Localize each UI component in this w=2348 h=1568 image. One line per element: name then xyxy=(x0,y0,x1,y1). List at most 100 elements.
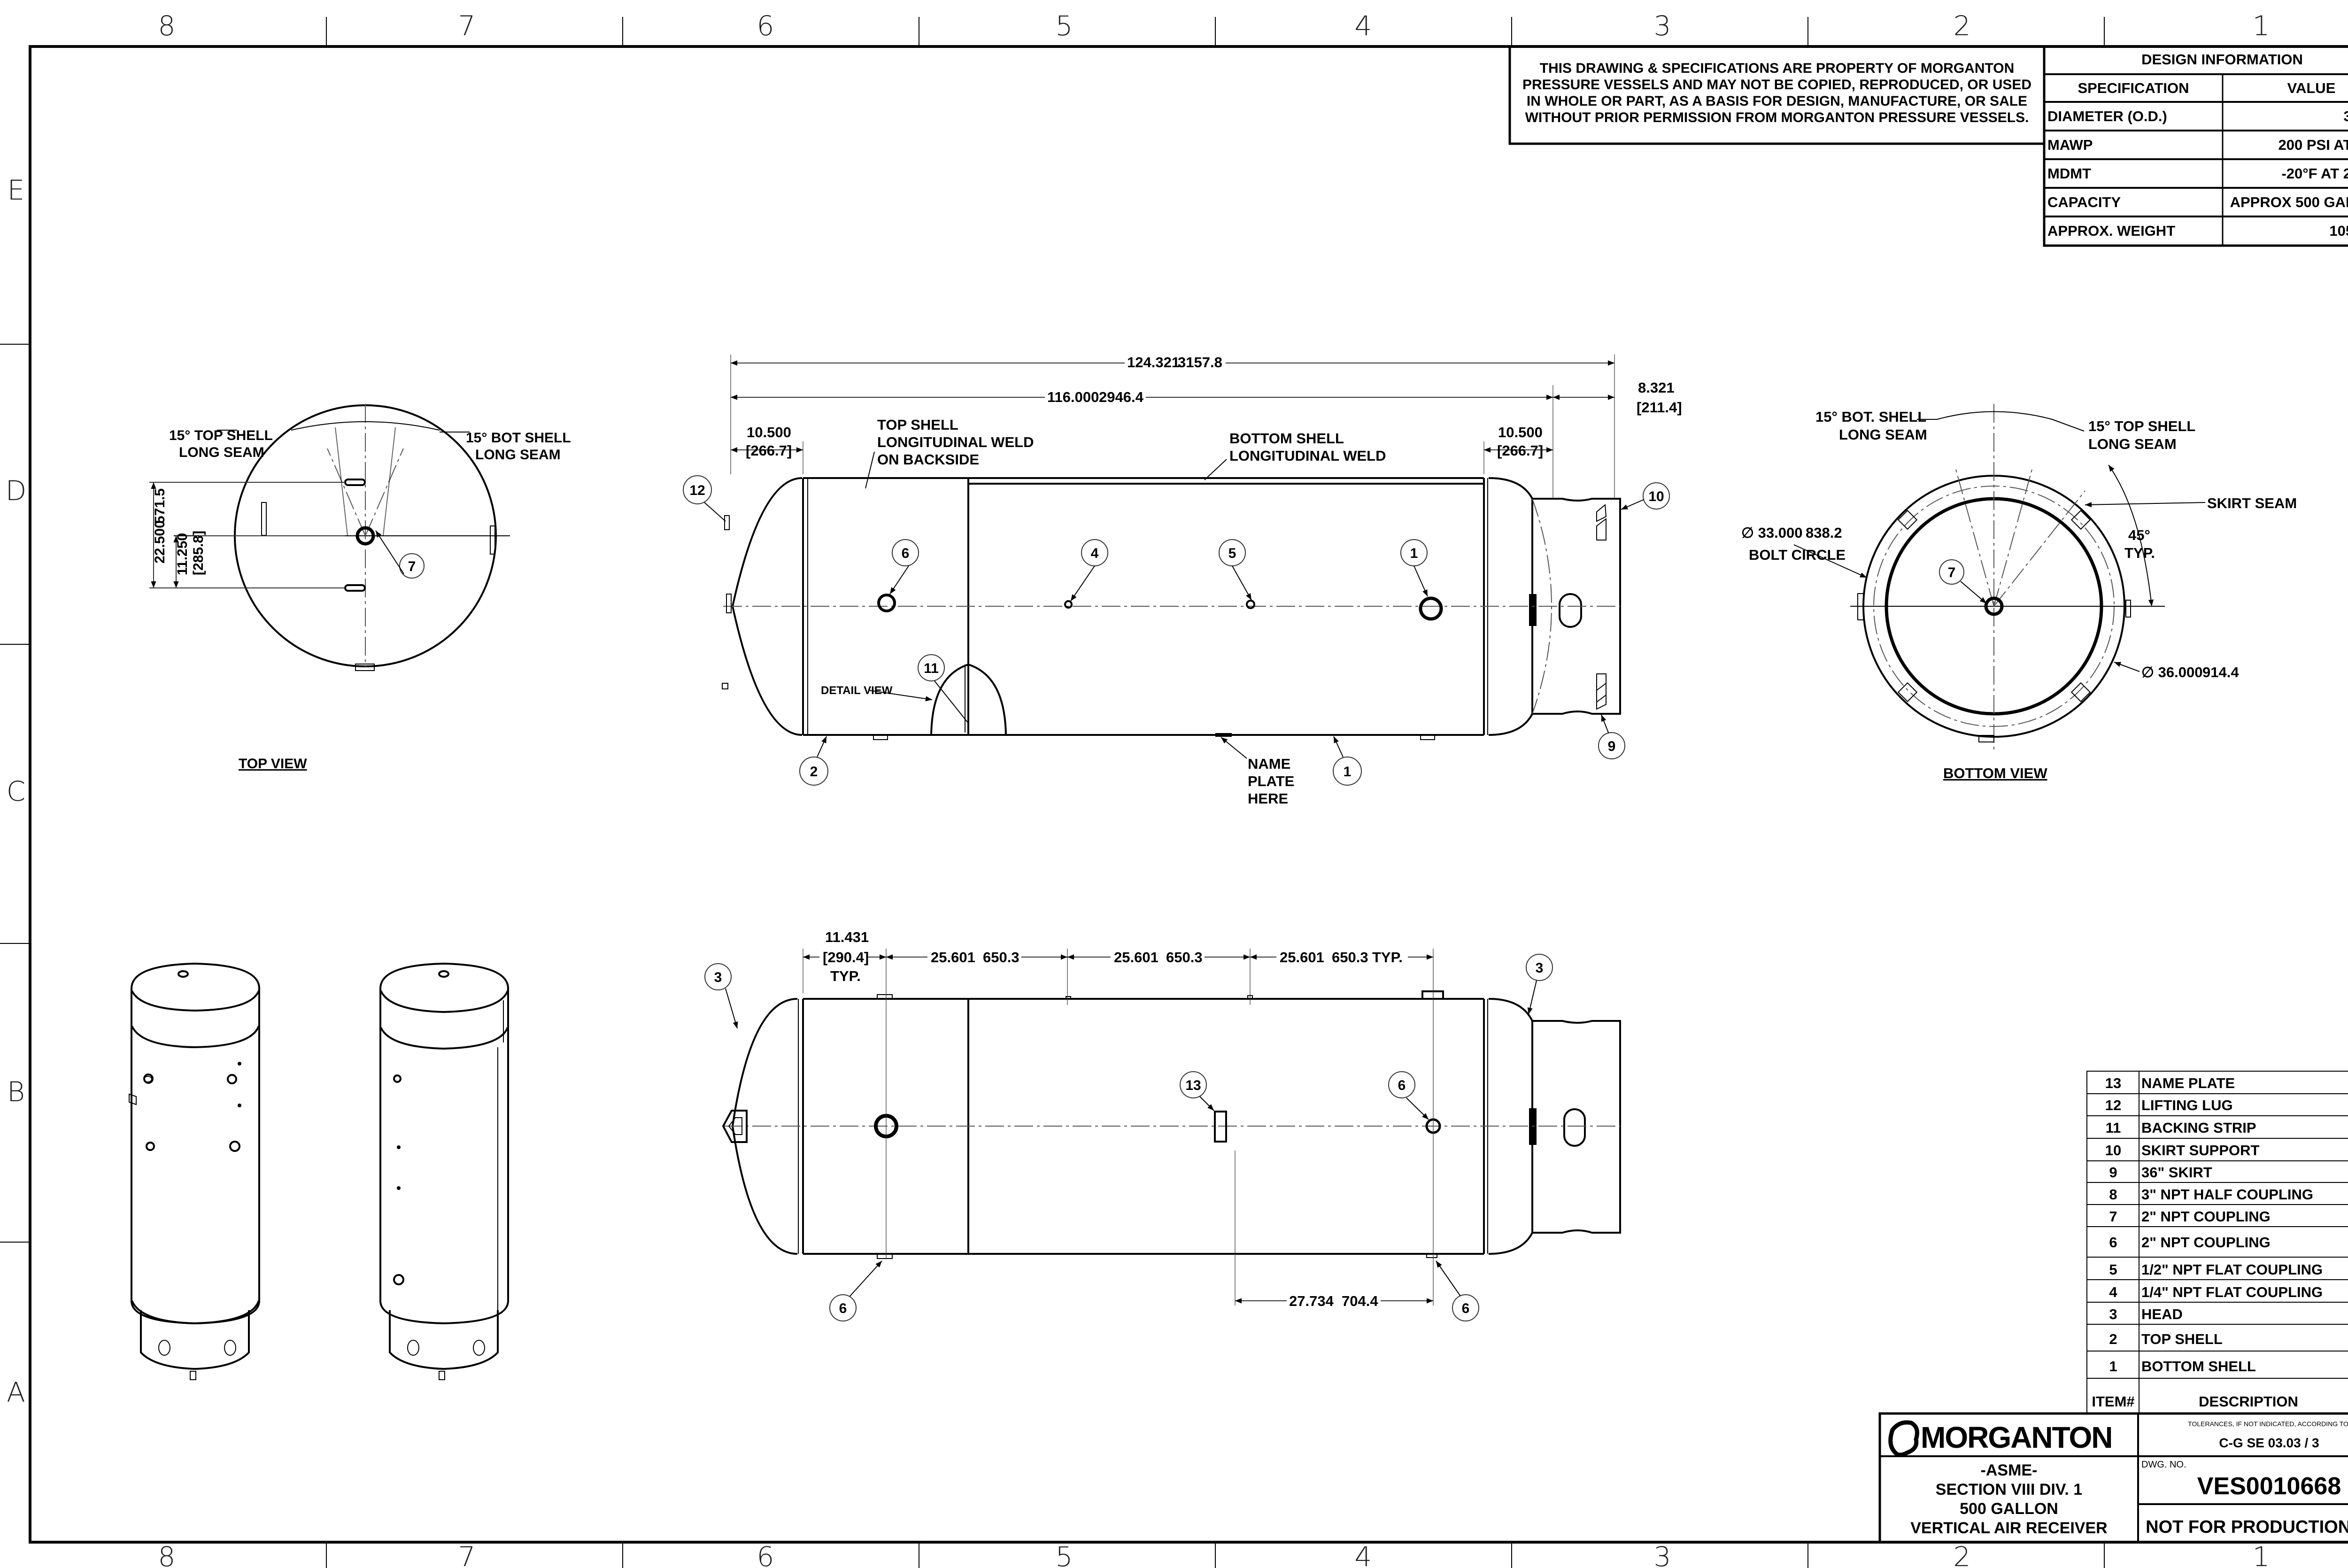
grid-col-label: 5 xyxy=(1056,1541,1073,1568)
balloon-9: 9 xyxy=(1608,739,1616,754)
seam-label: 15° TOP SHELL xyxy=(169,428,273,443)
balloon-12: 12 xyxy=(689,483,705,498)
dim-spacing-mm: 650.3 xyxy=(1332,949,1368,966)
bom-item: 3 xyxy=(2109,1306,2117,1322)
bom-desc: 2" NPT COUPLING xyxy=(2141,1208,2271,1225)
dim-spacing: 25.601 xyxy=(1114,949,1159,966)
bottom-view: 15° BOT. SHELL LONG SEAM 15° TOP SHELL L… xyxy=(1741,404,2297,781)
notice-line: THIS DRAWING & SPECIFICATIONS ARE PROPER… xyxy=(1540,61,2015,76)
dim-shell-length: 116.000 xyxy=(1047,389,1099,405)
bom-desc: 36" SKIRT xyxy=(2141,1164,2212,1181)
bom-item: 7 xyxy=(2109,1208,2117,1225)
dim-head-right-mm: [266.7] xyxy=(1497,442,1543,459)
note-detail-view: DETAIL VIEW xyxy=(821,684,893,697)
grid-col-label: 5 xyxy=(1056,10,1073,42)
bom-item: 4 xyxy=(2109,1284,2117,1300)
spec-name: CAPACITY xyxy=(2047,194,2121,210)
bom-item: 6 xyxy=(2109,1234,2117,1251)
bom-item: 9 xyxy=(2109,1164,2117,1181)
view-title: TOP VIEW xyxy=(239,756,307,772)
grid-row-label: D xyxy=(6,475,27,507)
seam-label: 15° TOP SHELL xyxy=(2088,418,2195,434)
bom-desc: 1/4" NPT FLAT COUPLING xyxy=(2141,1284,2323,1300)
spec-value: 36.000" xyxy=(2343,108,2348,124)
grid-col-label: 7 xyxy=(458,1541,476,1568)
grid-col-label: 3 xyxy=(1654,10,1671,42)
dim-spacing: 25.601 xyxy=(1280,949,1324,966)
tolerance-label: TOLERANCES, IF NOT INDICATED, ACCORDING … xyxy=(2188,1420,2348,1428)
bom-item: 10 xyxy=(2105,1142,2121,1159)
bom-item: 11 xyxy=(2106,1120,2121,1136)
seam-label: LONG SEAM xyxy=(1839,426,1927,443)
grid-col-label: 6 xyxy=(757,10,774,42)
column-header: SPECIFICATION xyxy=(2078,80,2189,96)
seam-label: LONG SEAM xyxy=(2088,436,2177,452)
angle-label: TYP. xyxy=(2124,545,2155,561)
balloon-3: 3 xyxy=(714,970,722,985)
diameter-dim: ∅ 36.000 xyxy=(2141,664,2202,680)
balloon-6: 6 xyxy=(902,546,910,561)
dim-spacing-mm: 650.3 xyxy=(1166,949,1203,966)
drawing-border: 8 7 6 5 4 3 2 1 8 7 6 5 4 3 2 1 E D C B … xyxy=(0,10,2348,1568)
title-description: SECTION VIII DIV. 1 xyxy=(1936,1481,2082,1498)
bom-desc: NAME PLATE xyxy=(2141,1075,2235,1091)
notice-line: PRESSURE VESSELS AND MAY NOT BE COPIED, … xyxy=(1522,77,2031,93)
dim-bottom: 27.734 xyxy=(1289,1293,1334,1309)
note-name-plate: NAME xyxy=(1248,756,1290,772)
isometric-view-2 xyxy=(379,962,509,1380)
bom-item: 13 xyxy=(2105,1075,2121,1091)
dim-head-left: 10.500 xyxy=(747,424,791,440)
grid-col-label: 8 xyxy=(158,1541,176,1568)
logo-mark-icon xyxy=(1888,1420,1919,1457)
grid-col-label: 6 xyxy=(757,1541,774,1568)
balloon-7: 7 xyxy=(1948,565,1956,580)
spec-name: MAWP xyxy=(2047,137,2093,153)
dim-first-nozzle: 11.431 xyxy=(825,929,869,945)
bolt-circle-dim-mm: 838.2 xyxy=(1806,525,1842,541)
seam-label: LONG SEAM xyxy=(179,445,264,460)
grid-col-label: 4 xyxy=(1355,10,1372,42)
top-view: 22.500 571.5 11.250 [285.8] 15° TOP SHEL… xyxy=(149,404,571,772)
notice-line: IN WHOLE OR PART, AS A BASIS FOR DESIGN,… xyxy=(1527,93,2027,109)
seam-label: LONG SEAM xyxy=(475,447,561,463)
skirt-seam-label: SKIRT SEAM xyxy=(2207,495,2297,511)
dim-bottom-mm: 704.4 xyxy=(1342,1293,1378,1309)
bom-desc: 1/2" NPT FLAT COUPLING xyxy=(2141,1261,2323,1278)
spec-name: APPROX. WEIGHT xyxy=(2047,223,2175,239)
top-view-dim-inner: 11.250 xyxy=(175,533,190,575)
bom-header-desc: DESCRIPTION xyxy=(2199,1393,2298,1410)
spec-value: 200 PSI AT 650°F xyxy=(2278,137,2348,153)
balloon-13: 13 xyxy=(1185,1078,1201,1093)
note-bottom-weld: LONGITUDINAL WELD xyxy=(1229,448,1386,464)
design-information-table: DESIGN INFORMATION SPECIFICATION VALUE D… xyxy=(2043,45,2348,247)
top-view-dim-outer-mm: 571.5 xyxy=(152,488,168,524)
tolerance-value: C-G SE 03.03 / 3 xyxy=(2219,1436,2319,1450)
side-elevation-view: 11.431 [290.4] TYP. 25.601 650.3 25.601 … xyxy=(704,929,1621,1321)
dim-shell-length-mm: 2946.4 xyxy=(1099,389,1144,405)
spec-value: 1050 LBS xyxy=(2329,223,2348,239)
grid-row-label: A xyxy=(7,1376,25,1408)
view-title: BOTTOM VIEW xyxy=(1943,765,2047,781)
note-top-weld: TOP SHELL xyxy=(877,417,958,433)
grid-col-label: 2 xyxy=(1954,1541,1971,1568)
bolt-circle-dim: ∅ 33.000 xyxy=(1741,525,1802,541)
bom-desc: BACKING STRIP xyxy=(2141,1120,2256,1136)
note-top-weld: LONGITUDINAL WELD xyxy=(877,434,1034,450)
dim-first-nozzle-mm: [290.4] xyxy=(823,949,869,966)
dim-first-nozzle-note: TYP. xyxy=(830,968,861,984)
spec-name: MDMT xyxy=(2047,165,2091,182)
dim-skirt-ext: 8.321 xyxy=(1638,379,1675,396)
note-top-weld: ON BACKSIDE xyxy=(877,451,979,468)
bill-of-materials: 13 NAME PLATE 1 12 LIFTING LUG 2 11 BACK… xyxy=(2086,1071,2348,1414)
note-name-plate: PLATE xyxy=(1248,773,1294,789)
spec-value: -20°F AT 200 PSI xyxy=(2281,165,2348,182)
bom-desc: TOP SHELL xyxy=(2141,1331,2223,1347)
balloon-6: 6 xyxy=(839,1301,847,1316)
dim-head-right: 10.500 xyxy=(1498,424,1543,440)
balloon-10: 10 xyxy=(1648,489,1664,504)
dim-overall-length-mm: 3157.8 xyxy=(1178,354,1222,371)
column-header: VALUE xyxy=(2287,80,2336,96)
title-description: VERTICAL AIR RECEIVER xyxy=(1910,1519,2107,1537)
seam-label: 15° BOT. SHELL xyxy=(1815,409,1926,425)
diameter-dim-mm: 914.4 xyxy=(2202,664,2239,680)
